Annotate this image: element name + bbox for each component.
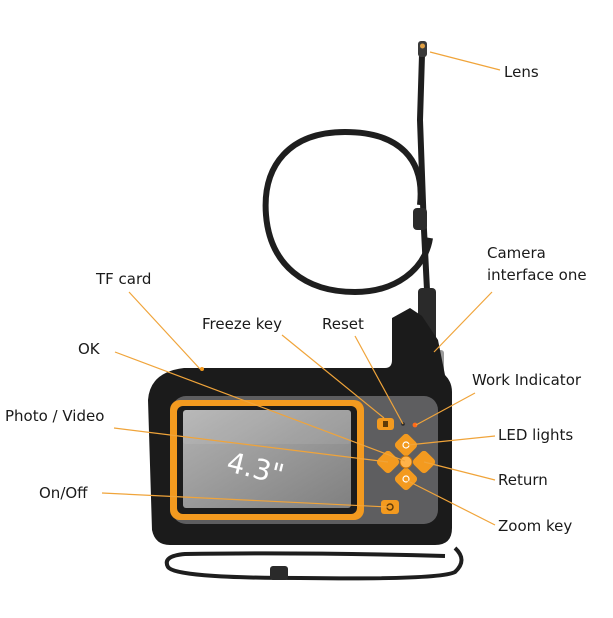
leader-on-off <box>101 492 389 508</box>
leader-led-lights <box>407 435 496 446</box>
zoom-key-button[interactable] <box>393 466 418 491</box>
callout-freeze-key: Freeze key <box>202 315 282 333</box>
lens-tip <box>418 41 427 57</box>
leader-lines <box>101 51 501 526</box>
leader-work-indicator <box>415 392 476 426</box>
work-indicator-led <box>412 422 418 428</box>
callout-ok: OK <box>78 340 100 358</box>
callout-photo-video: Photo / Video <box>5 407 105 425</box>
screen-display <box>183 410 351 508</box>
ok-button[interactable] <box>399 455 413 469</box>
lens-glass <box>420 43 425 49</box>
leader-reset <box>354 335 404 425</box>
leader-tf-card <box>128 291 201 370</box>
screen-glare <box>183 410 351 444</box>
callout-tf-card: TF card <box>96 270 152 288</box>
leader-freeze-key <box>281 334 385 419</box>
callout-reset: Reset <box>322 315 364 333</box>
led-lights-button[interactable] <box>393 432 418 457</box>
callout-camera-interface-line2: interface one <box>487 266 587 284</box>
cable-clip <box>413 208 427 230</box>
leader-return <box>423 461 496 481</box>
callout-work-indicator: Work Indicator <box>472 371 582 389</box>
wrist-strap <box>164 546 464 581</box>
leader-zoom-key <box>405 479 496 526</box>
callout-lens: Lens <box>504 63 539 81</box>
strap-clip <box>270 566 288 580</box>
callout-zoom-key: Zoom key <box>498 517 573 535</box>
on-off-button[interactable] <box>381 500 399 514</box>
callout-camera-interface-line1: Camera <box>487 244 546 262</box>
leader-camera-interface <box>433 291 493 353</box>
callout-on-off: On/Off <box>39 484 88 502</box>
freeze-key-icon <box>383 421 388 427</box>
cable-loop <box>262 128 433 296</box>
tf-card-slot <box>200 367 204 371</box>
callout-return: Return <box>498 471 548 489</box>
leader-lens <box>429 51 501 71</box>
zoom-icon <box>402 475 410 483</box>
leader-photo-video <box>113 427 389 463</box>
callout-led-lights: LED lights <box>498 426 574 444</box>
leader-ok <box>114 351 406 462</box>
